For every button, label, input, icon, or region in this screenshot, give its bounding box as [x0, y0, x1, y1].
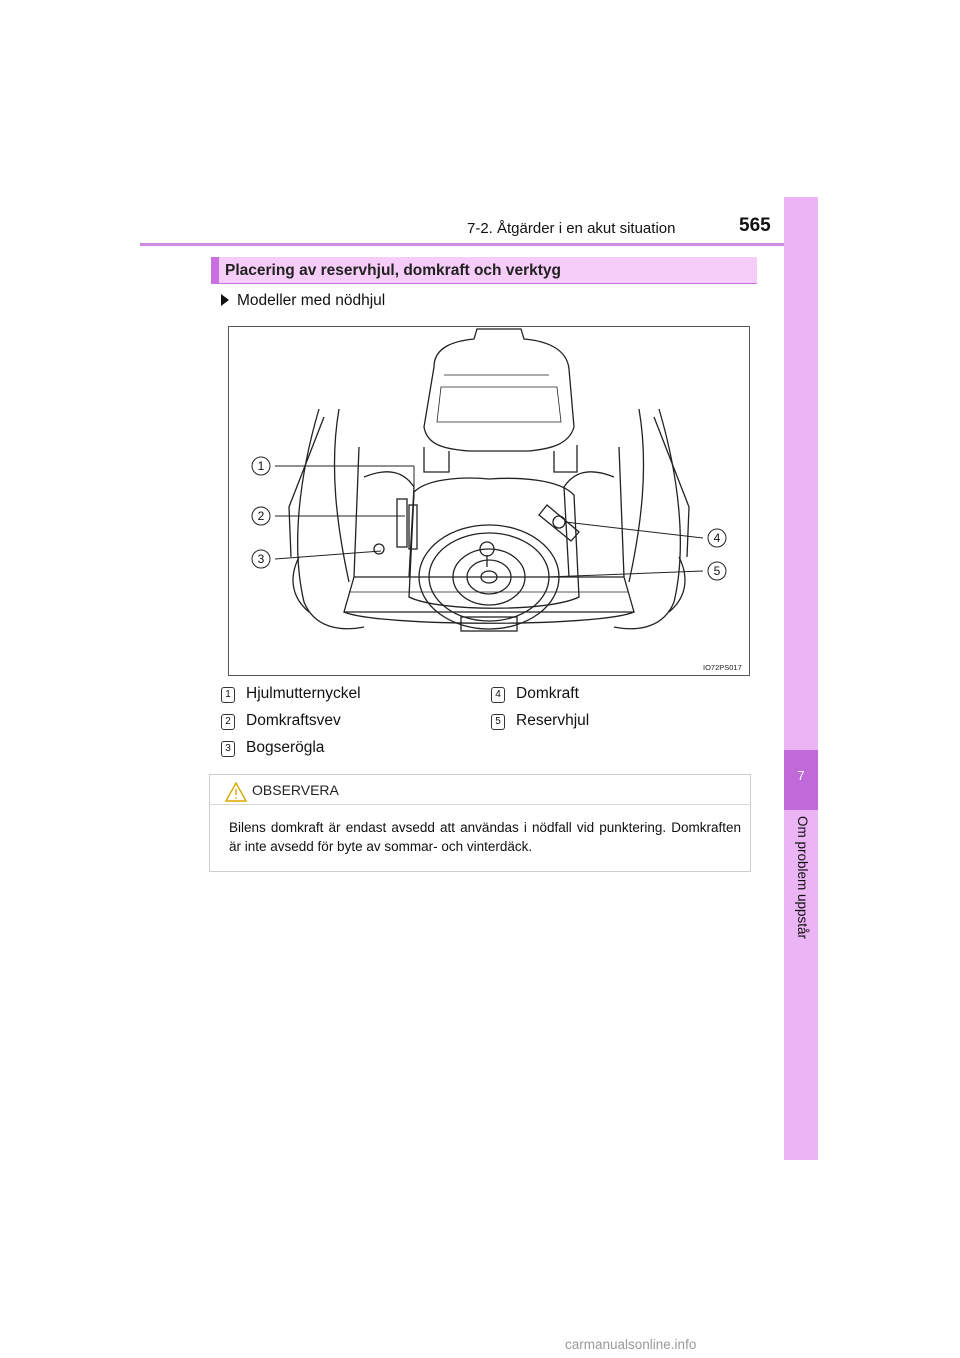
legend-item: 1 Hjulmutternyckel [221, 685, 361, 703]
callout-3-label: 3 [258, 552, 265, 566]
section-heading: Placering av reservhjul, domkraft och ve… [225, 262, 561, 279]
header-rule [140, 243, 818, 246]
notice-box [209, 774, 751, 872]
legend-number: 3 [221, 741, 235, 757]
callout-5-label: 5 [714, 564, 721, 578]
callout-4-marker [707, 528, 727, 548]
legend-label: Hjulmutternyckel [246, 685, 361, 702]
callout-1-label: 1 [258, 459, 265, 473]
triangle-bullet-icon [221, 294, 229, 306]
legend-label: Reservhjul [516, 712, 590, 729]
legend-label: Domkraftsvev [246, 712, 341, 729]
legend-number: 5 [491, 714, 505, 730]
section-label: 7-2. Åtgärder i en akut situation [467, 220, 676, 237]
callout-1-marker [251, 456, 271, 476]
side-tab-lower [784, 810, 818, 1160]
side-tab [784, 197, 818, 750]
chapter-number: 7 [797, 768, 805, 783]
notice-title: OBSERVERA [252, 782, 339, 798]
notice-body: Bilens domkraft är endast avsedd att anv… [229, 820, 741, 854]
watermark[interactable]: carmanualsonline.info [565, 1337, 697, 1352]
callout-4-label: 4 [714, 531, 721, 545]
section-heading-bar [211, 257, 757, 284]
callout-2-marker [251, 506, 271, 526]
legend-item: 2 Domkraftsvev [221, 712, 341, 730]
trunk-drawing: 1 2 3 4 5 [251, 328, 727, 632]
trunk-illustration: 1 2 3 4 5 [228, 326, 750, 676]
callout-5-marker [707, 561, 727, 581]
models-line: Modeller med nödhjul [221, 292, 385, 310]
legend-number: 4 [491, 687, 505, 703]
legend-label: Domkraft [516, 685, 579, 702]
page-number: 565 [739, 215, 771, 236]
legend-number: 1 [221, 687, 235, 703]
figure-code: IO72PS017 [703, 663, 742, 672]
callout-3-marker [251, 549, 271, 569]
notice-divider [210, 804, 750, 805]
callout-2-label: 2 [258, 509, 265, 523]
legend-number: 2 [221, 714, 235, 730]
legend-item: 3 Bogserögla [221, 739, 324, 757]
models-label: Modeller med nödhjul [237, 292, 386, 309]
side-tab-active-chapter[interactable] [784, 750, 818, 810]
warning-icon [224, 781, 248, 807]
legend-item: 4 Domkraft [491, 685, 579, 703]
legend-label: Bogserögla [246, 739, 325, 756]
legend-item: 5 Reservhjul [491, 712, 589, 730]
chapter-title: Om problem uppstår [795, 816, 810, 940]
